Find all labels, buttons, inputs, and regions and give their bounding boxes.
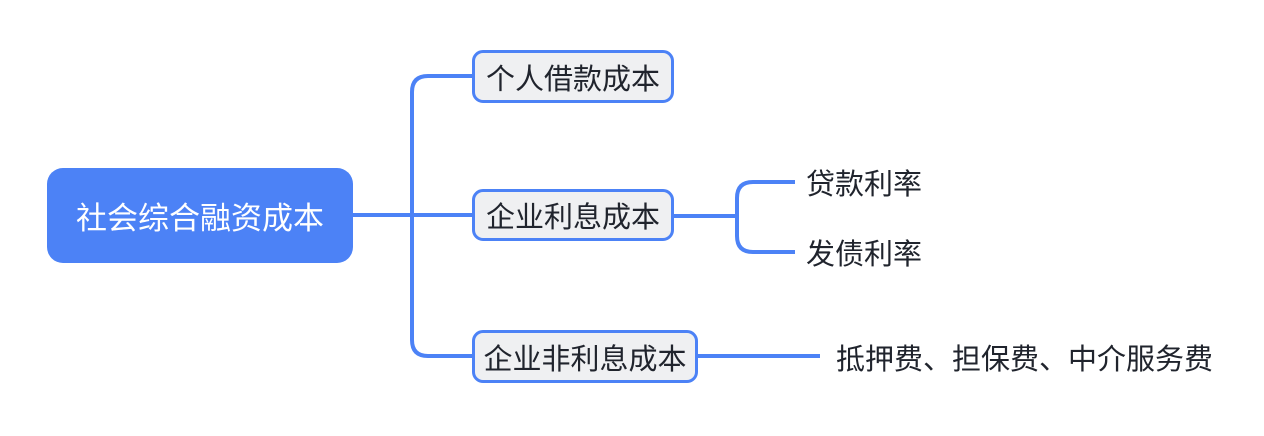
leaf-loan-interest-rate-label: 贷款利率 [806, 169, 923, 201]
node-root-social-financing-cost[interactable]: 社会综合融资成本 [47, 168, 353, 263]
leaf-bond-interest-rate[interactable]: 发债利率 [806, 232, 922, 272]
leaf-non-interest-fees[interactable]: 抵押费、担保费、中介服务费 [836, 337, 1213, 377]
node-enterprise-interest-cost[interactable]: 企业利息成本 [472, 189, 674, 241]
node-branch-1-label: 个人借款成本 [485, 63, 660, 96]
node-enterprise-non-interest-cost[interactable]: 企业非利息成本 [472, 330, 698, 383]
connector-trunk-branch1-branch3 [410, 74, 472, 358]
node-branch-2-label: 企业利息成本 [485, 202, 660, 234]
node-root-label: 社会综合融资成本 [76, 201, 324, 236]
leaf-non-interest-fees-label: 抵押费、担保费、中介服务费 [836, 344, 1214, 376]
connector-branch2-to-leaves [735, 180, 795, 254]
node-personal-loan-cost[interactable]: 个人借款成本 [472, 50, 674, 103]
node-branch-3-label: 企业非利息成本 [483, 343, 687, 376]
leaf-loan-interest-rate[interactable]: 贷款利率 [806, 162, 922, 202]
leaf-bond-interest-rate-label: 发债利率 [806, 239, 923, 271]
